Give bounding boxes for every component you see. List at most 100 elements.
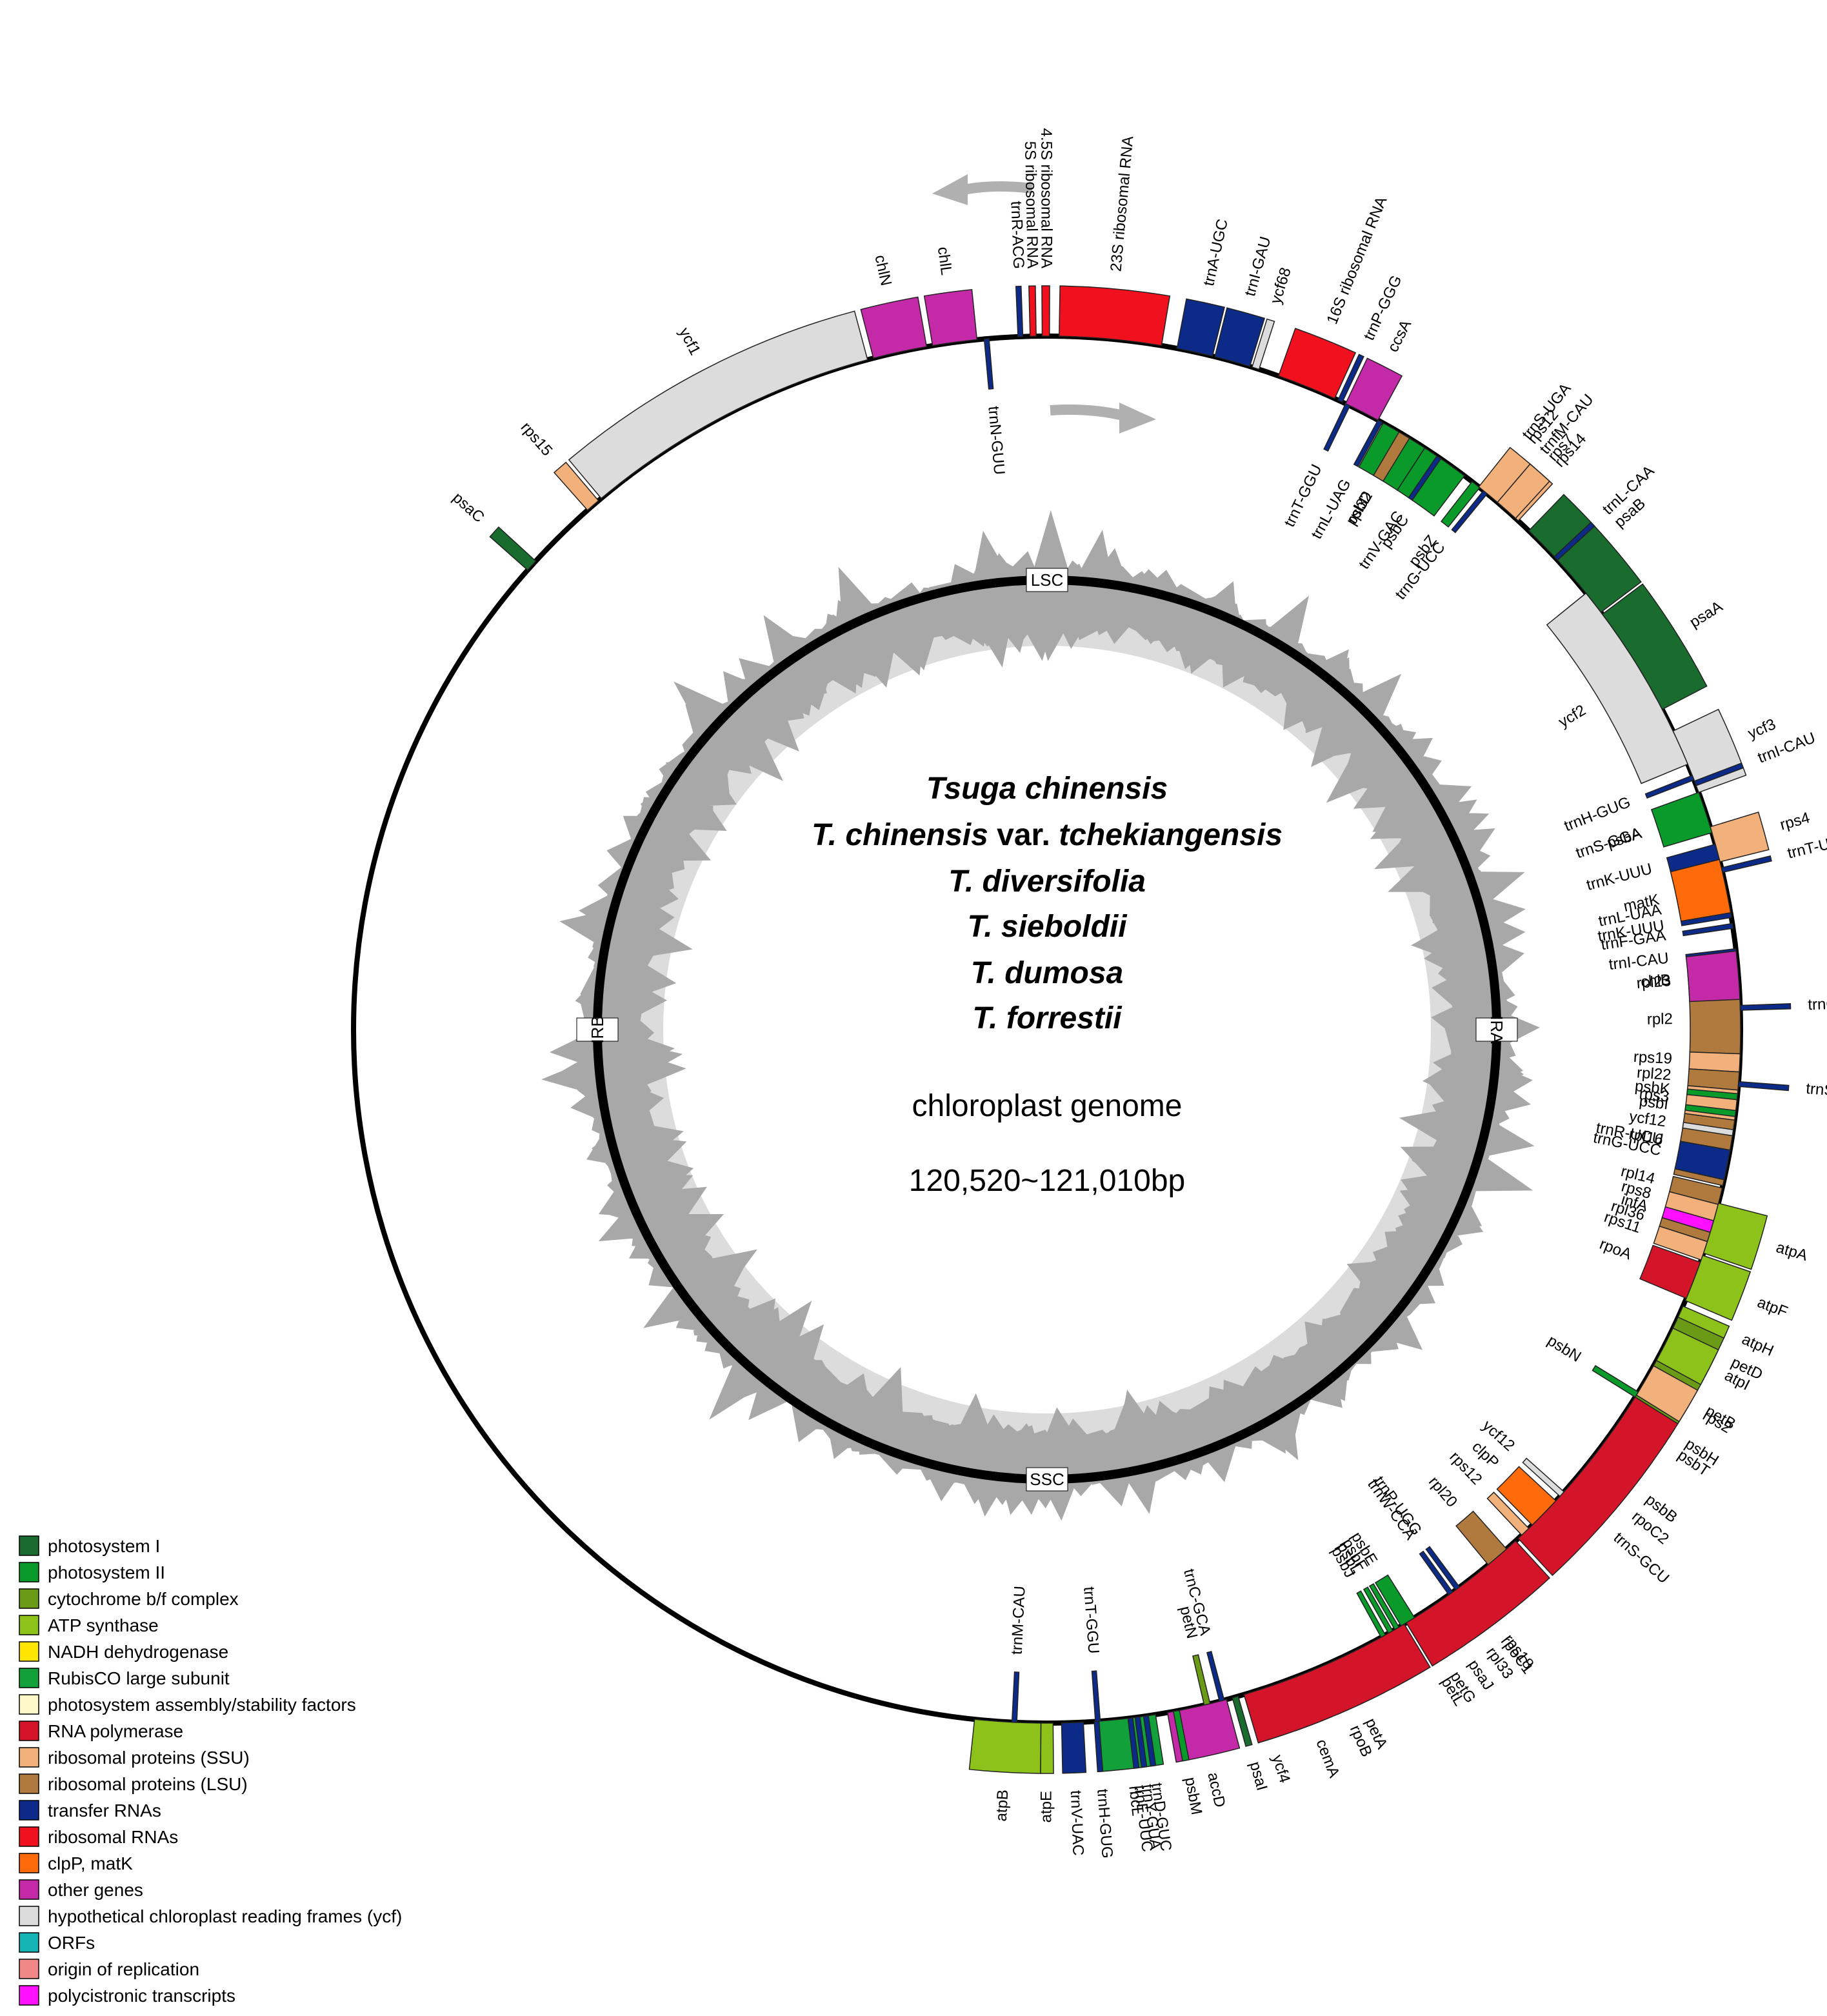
legend-swatch	[19, 1906, 39, 1926]
gene-label: atpE	[1037, 1791, 1055, 1822]
gene-label: chlL	[934, 246, 955, 276]
legend-item-cytochrome-b-f-complex: cytochrome b/f complex	[19, 1588, 239, 1609]
legend-label: RNA polymerase	[48, 1721, 183, 1741]
gene-label: rpl23	[1636, 972, 1672, 992]
legend-label: photosystem I	[48, 1536, 160, 1556]
legend-swatch	[19, 1668, 39, 1688]
gene-label: ycf68	[1267, 265, 1295, 306]
region-irb: IRB	[576, 1015, 619, 1044]
legend-label: photosystem assembly/stability factors	[48, 1695, 356, 1715]
gene-trni-cau	[1693, 762, 1744, 786]
species-line-3: T. diversifolia	[948, 864, 1146, 899]
gene-trne-uuc	[1127, 1717, 1140, 1769]
gene-rpob	[1243, 1623, 1431, 1744]
gene-trny-gua	[1134, 1716, 1148, 1768]
species-line-6: T. forrestii	[972, 1001, 1123, 1035]
genome-subtitle: chloroplast genome	[912, 1089, 1183, 1123]
gene-psai	[1232, 1695, 1253, 1747]
gene-atpf	[1684, 1255, 1752, 1321]
gene-label: ycf4	[1268, 1753, 1293, 1785]
gene-trna-ugc	[1176, 298, 1225, 357]
gene-label: rpl20	[1425, 1473, 1461, 1510]
legend-swatch	[19, 1588, 39, 1609]
gene-atpi	[1655, 1327, 1719, 1386]
region-label: SSC	[1030, 1470, 1064, 1489]
gene-label: atpH	[1739, 1331, 1776, 1360]
legend-swatch	[19, 1535, 39, 1556]
legend-item-hypothetical-chloroplast-reading-frames-ycf: hypothetical chloroplast reading frames …	[19, 1906, 402, 1926]
gene-label: psbI	[1638, 1092, 1669, 1113]
gene-chll	[923, 289, 978, 346]
gene-trnr-acg	[1015, 285, 1024, 337]
gene-label: trnT-UGU	[1786, 830, 1827, 863]
gene-label: psaA	[1686, 598, 1726, 632]
gene-ycf2	[1546, 592, 1689, 784]
gene-label: rbcL	[1125, 1785, 1146, 1817]
gene-16s-ribosomal-rna	[1277, 328, 1357, 399]
gene-trng-ucc	[1674, 1141, 1731, 1181]
legend-swatch	[19, 1747, 39, 1768]
gene-psbm	[1173, 1710, 1190, 1762]
gene-label: rps15	[517, 419, 556, 459]
gene-label: accD	[1204, 1771, 1228, 1809]
gene-trnv-gac	[1408, 455, 1442, 501]
gene-trnl-uag	[1353, 419, 1383, 468]
gene-trnf-gaa	[1682, 923, 1734, 937]
center-title-block: Tsuga chinensis T. chinensis var. tcheki…	[812, 772, 1283, 1198]
gene-label: trnI-CAU	[1608, 950, 1670, 973]
gene-label: trnQ-UUG	[1808, 994, 1827, 1013]
genome-size: 120,520~121,010bp	[909, 1164, 1185, 1198]
gene-rpoc1	[1405, 1540, 1551, 1667]
legend-item-atp-synthase: ATP synthase	[19, 1615, 159, 1635]
legend-swatch	[19, 1721, 39, 1741]
gene-trnm-cau	[1011, 1671, 1020, 1723]
gene-rpoc2	[1517, 1396, 1679, 1577]
gene-label: psbK	[1634, 1077, 1671, 1098]
legend-swatch	[19, 1959, 39, 1979]
gene-label: chlN	[871, 254, 895, 288]
gc-content-ring	[541, 510, 1540, 1521]
gene-atpe	[1040, 1722, 1054, 1774]
legend-item-transfer-rnas: transfer RNAs	[19, 1800, 161, 1821]
direction-arrow-outer	[932, 174, 1033, 205]
legend-item-polycistronic-transcripts: polycistronic transcripts	[19, 1985, 235, 2006]
gene-label: trnN-GUU	[984, 405, 1008, 475]
gene-trns-gcu	[1737, 1081, 1790, 1092]
gene-ccsa	[1344, 357, 1403, 421]
gene-ycf12	[1682, 1122, 1734, 1137]
gene-label: trnK-UUU	[1584, 860, 1653, 894]
gene-psbk	[1686, 1088, 1739, 1101]
gene-label: ccsA	[1384, 317, 1415, 355]
gene-rps15	[553, 461, 599, 511]
gene-psbn	[1592, 1364, 1639, 1398]
legend-label: NADH dehydrogenase	[48, 1642, 228, 1662]
gene-ycf1	[568, 310, 868, 499]
species-line-2: T. chinensis var. tchekiangensis	[812, 818, 1283, 852]
gene-psac	[489, 526, 537, 571]
gene-label: trnS-GCU	[1805, 1080, 1827, 1103]
legend-label: clpP, matK	[48, 1853, 133, 1873]
legend-label: hypothetical chloroplast reading frames …	[48, 1906, 402, 1926]
gene-atpa	[1702, 1203, 1768, 1270]
legend-item-nadh-dehydrogenase: NADH dehydrogenase	[19, 1641, 228, 1662]
legend-swatch	[19, 1773, 39, 1794]
legend-label: other genes	[48, 1880, 143, 1900]
gene-label: rps3	[1638, 1085, 1670, 1106]
gene-chln	[860, 296, 928, 359]
gene-label: psbM	[1181, 1776, 1205, 1817]
legend-swatch	[19, 1615, 39, 1635]
gene-rps4	[1710, 811, 1770, 863]
legend-label: ribosomal proteins (LSU)	[48, 1774, 248, 1794]
gc-trace	[541, 510, 1540, 1521]
region-label: LSC	[1031, 570, 1064, 590]
legend-label: ribosomal RNAs	[48, 1827, 178, 1847]
region-ssc: SSC	[1026, 1467, 1068, 1492]
gene-rpl32	[1372, 431, 1410, 482]
species-line-1: Tsuga chinensis	[926, 772, 1168, 806]
gene-label: trnR-ACG	[1007, 201, 1027, 269]
gene-label: chlB	[1640, 971, 1672, 991]
gene-label: psbA	[1605, 824, 1644, 852]
gene-trnc-gca	[1206, 1651, 1225, 1702]
